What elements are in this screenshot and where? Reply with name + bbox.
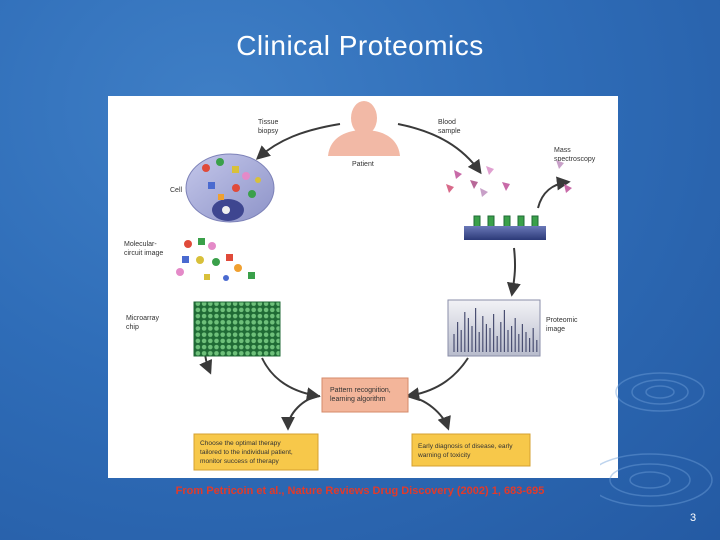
blood-sample-label: Blood sample (438, 119, 461, 135)
mass-spectroscopy-label: Mass spectroscopy (554, 147, 596, 163)
arrow-patient-to-cell (255, 123, 341, 160)
arrow-chip-to-pattern (261, 357, 321, 402)
cell-illustration (185, 153, 275, 223)
arrow-mass-spec (537, 176, 571, 209)
therapy-box (193, 433, 319, 471)
proteomics-diagram: Patient Tissue biopsy Blood sample Cell (124, 101, 596, 471)
arrow-pattern-to-therapy (281, 395, 321, 431)
water-ripple-decoration (600, 372, 713, 507)
molecular-circuit-illustration (176, 238, 255, 281)
arrow-patient-to-blood (397, 123, 482, 175)
slide-title: Clinical Proteomics (236, 30, 484, 61)
cell-label: Cell (170, 187, 183, 194)
arrow-slab-to-spectrum (506, 247, 521, 297)
microarray-chip-label: Microarray chip (126, 315, 161, 331)
arrow-spectrum-to-pattern (405, 357, 469, 402)
blood-proteins (446, 166, 510, 197)
pattern-recognition-box (321, 377, 409, 413)
proteomics-figure: Patient Tissue biopsy Blood sample Cell (108, 96, 618, 478)
molecular-circuit-label: Molecular- circuit image (124, 241, 163, 257)
diagnosis-box (411, 433, 531, 467)
patient-icon (328, 101, 400, 156)
figure-caption: From Petricoin et al., Nature Reviews Dr… (175, 485, 545, 497)
mass-spec-proteins (556, 160, 572, 193)
tissue-biopsy-label: Tissue biopsy (258, 119, 280, 135)
microarray-chip (193, 301, 281, 357)
proteomic-image (447, 299, 541, 357)
diagnosis-box-label: Early diagnosis of disease, early warnin… (417, 443, 514, 459)
mass-spec-plate (464, 215, 546, 240)
arrow-pattern-to-diagnosis (405, 395, 451, 431)
pattern-recognition-label: Pattern recognition, learning algorithm (330, 387, 393, 403)
patient-label: Patient (352, 161, 374, 168)
proteomic-image-label: Proteomic image (546, 317, 579, 333)
slide-number: 3 (690, 512, 697, 524)
therapy-box-label: Choose the optimal therapy tailored to t… (200, 440, 295, 465)
